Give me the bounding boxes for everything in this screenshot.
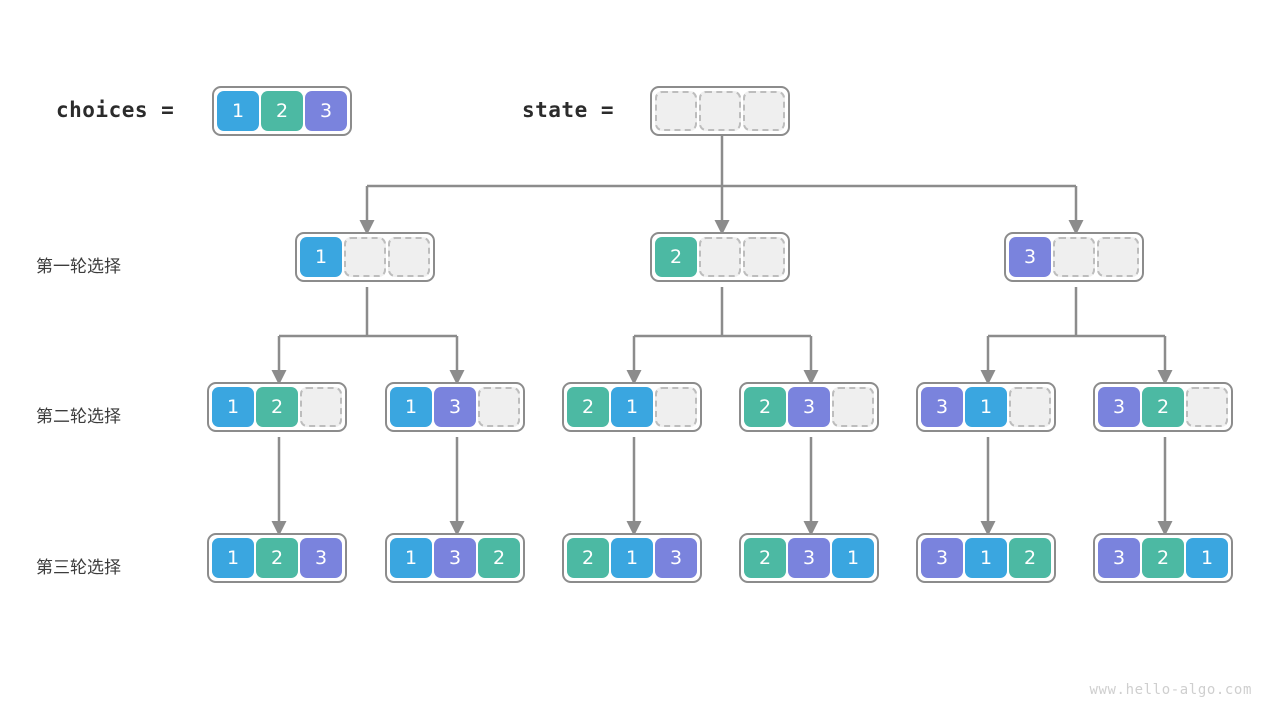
node-r2-n3-cell-2: 2 <box>567 387 609 427</box>
node-r3-n6-cell-1: 1 <box>1186 538 1228 578</box>
node-r1-n1-cell-1: 1 <box>300 237 342 277</box>
state-label: state = <box>522 98 615 122</box>
round-label-1: 第一轮选择 <box>36 257 121 277</box>
node-r3-n5-cell-2: 2 <box>1009 538 1051 578</box>
node-r1-n3-cell-empty <box>1097 237 1139 277</box>
node-r3-n3-cell-3: 3 <box>655 538 697 578</box>
node-r2-n3-cell-empty <box>655 387 697 427</box>
node-r3-n4-cell-1: 1 <box>832 538 874 578</box>
state-node-r1-n1: 1 <box>295 232 435 282</box>
node-r3-n1-cell-3: 3 <box>300 538 342 578</box>
node-r3-n3-cell-1: 1 <box>611 538 653 578</box>
node-r2-n2-cell-3: 3 <box>434 387 476 427</box>
node-r2-n6-cell-2: 2 <box>1142 387 1184 427</box>
node-r3-n4-cell-3: 3 <box>788 538 830 578</box>
node-r1-n2-cell-2: 2 <box>655 237 697 277</box>
state-node-r1-n3: 3 <box>1004 232 1144 282</box>
node-r3-n4-cell-2: 2 <box>744 538 786 578</box>
node-r2-n2-cell-1: 1 <box>390 387 432 427</box>
choices-label: choices = <box>56 98 175 122</box>
watermark: www.hello-algo.com <box>1089 682 1252 698</box>
node-r3-n1-cell-1: 1 <box>212 538 254 578</box>
node-r3-n5-cell-3: 3 <box>921 538 963 578</box>
state-cell-empty <box>655 91 697 131</box>
choices-cell-3: 3 <box>305 91 347 131</box>
node-r3-n1-cell-2: 2 <box>256 538 298 578</box>
node-r1-n3-cell-empty <box>1053 237 1095 277</box>
node-r2-n6-cell-3: 3 <box>1098 387 1140 427</box>
node-r3-n6-cell-3: 3 <box>1098 538 1140 578</box>
node-r2-n1-cell-1: 1 <box>212 387 254 427</box>
node-r3-n2-cell-3: 3 <box>434 538 476 578</box>
state-cell-empty <box>699 91 741 131</box>
node-r2-n5-cell-3: 3 <box>921 387 963 427</box>
node-r2-n4-cell-empty <box>832 387 874 427</box>
node-r2-n1-cell-2: 2 <box>256 387 298 427</box>
node-r3-n6-cell-2: 2 <box>1142 538 1184 578</box>
node-r2-n1-cell-empty <box>300 387 342 427</box>
node-r1-n1-cell-empty <box>388 237 430 277</box>
round-label-3: 第三轮选择 <box>36 558 121 578</box>
node-r2-n2-cell-empty <box>478 387 520 427</box>
node-r1-n2-cell-empty <box>743 237 785 277</box>
node-r2-n3-cell-1: 1 <box>611 387 653 427</box>
node-r3-n5-cell-1: 1 <box>965 538 1007 578</box>
state-cell-empty <box>743 91 785 131</box>
node-r2-n5-cell-empty <box>1009 387 1051 427</box>
node-r2-n5-cell-1: 1 <box>965 387 1007 427</box>
choices-cell-2: 2 <box>261 91 303 131</box>
node-r1-n1-cell-empty <box>344 237 386 277</box>
node-r2-n6-cell-empty <box>1186 387 1228 427</box>
node-r2-n4-cell-2: 2 <box>744 387 786 427</box>
choices-cell-1: 1 <box>217 91 259 131</box>
state-node-r1-n2: 2 <box>650 232 790 282</box>
state-array <box>650 86 790 136</box>
node-r3-n2-cell-2: 2 <box>478 538 520 578</box>
node-r3-n3-cell-2: 2 <box>567 538 609 578</box>
node-r3-n2-cell-1: 1 <box>390 538 432 578</box>
node-r1-n2-cell-empty <box>699 237 741 277</box>
round-label-2: 第二轮选择 <box>36 407 121 427</box>
node-r2-n4-cell-3: 3 <box>788 387 830 427</box>
node-r1-n3-cell-3: 3 <box>1009 237 1051 277</box>
